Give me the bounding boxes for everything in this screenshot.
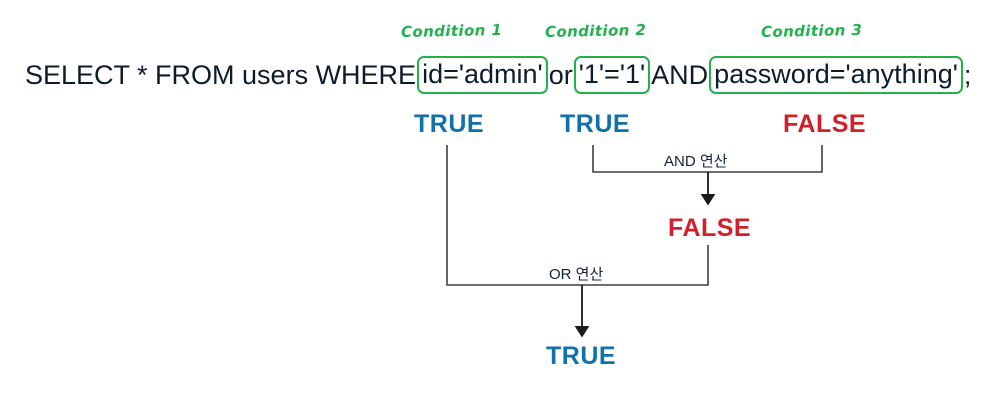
condition-1-box: id='admin' [417,56,548,94]
or-operation-label: OR 연산 [543,263,610,284]
or-result-value: TRUE [546,342,617,370]
and-operation-label: AND 연산 [658,150,734,171]
sql-statement: SELECT * FROM users WHERE id='admin' or … [25,56,971,94]
condition-2-value: TRUE [560,110,631,138]
sql-operator-or: or [548,60,573,90]
condition-2-box: '1'='1' [573,56,651,94]
condition-1-label: Condition 1 [400,20,503,42]
condition-3-value: FALSE [783,110,867,138]
sql-terminator: ; [963,60,972,90]
condition-1-value: TRUE [414,110,485,138]
and-result-value: FALSE [668,214,752,242]
condition-3-box: password='anything' [709,56,963,94]
condition-3-label: Condition 3 [760,20,863,42]
sql-operator-and: AND [651,60,709,90]
condition-2-label: Condition 2 [544,20,647,42]
sql-prefix: SELECT * FROM users WHERE [25,60,417,90]
